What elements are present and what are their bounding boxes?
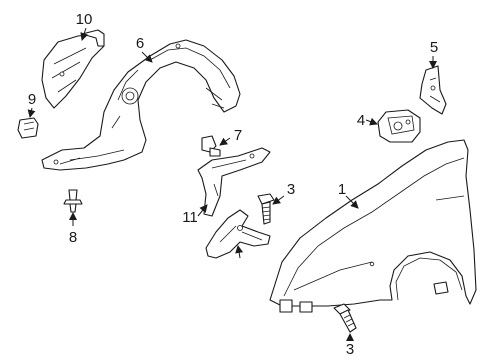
bolt-lower-part	[333, 303, 357, 333]
fender-liner-part	[41, 39, 241, 171]
callout-screw: 7	[234, 127, 242, 144]
mount-bracket-part	[377, 109, 421, 143]
callout-side-bracket: 11	[182, 209, 198, 226]
leader-splash-shield	[80, 27, 89, 41]
push-clip-part	[63, 189, 83, 213]
bolt-upper-part	[257, 193, 275, 225]
leader-screw	[219, 137, 231, 146]
leader-side-bracket	[197, 204, 208, 217]
leader-mount-bracket	[365, 117, 378, 126]
callout-fender: 1	[338, 181, 346, 198]
upper-bracket-part	[419, 65, 447, 115]
fender-part	[269, 139, 477, 313]
callout-upper-bracket: 5	[430, 39, 438, 56]
callout-splash-shield: 10	[76, 11, 93, 28]
leader-fender-liner	[141, 51, 153, 63]
callout-bolt-upper: 3	[287, 181, 295, 198]
callout-clip: 9	[28, 91, 36, 108]
screw-part	[201, 135, 221, 157]
leader-lower-bracket	[235, 245, 244, 259]
callout-fender-liner: 6	[136, 35, 144, 52]
callout-mount-bracket: 4	[357, 112, 365, 129]
splash-shield-part	[41, 29, 105, 109]
leader-fender	[345, 195, 359, 209]
lower-bracket-part	[205, 209, 271, 259]
clip-part	[17, 117, 39, 139]
side-bracket-part	[197, 147, 271, 217]
leader-clip	[27, 107, 36, 118]
callout-bolt-lower: 3	[346, 341, 354, 358]
callout-push-clip: 8	[69, 229, 77, 246]
leader-bolt-upper	[272, 195, 285, 205]
